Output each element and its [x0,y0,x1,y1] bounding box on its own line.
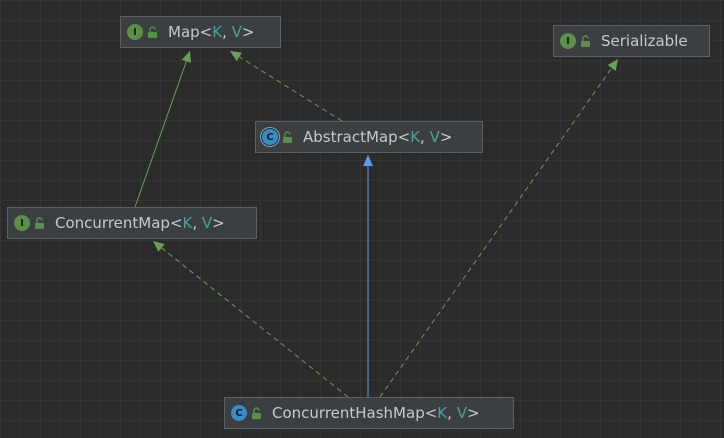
abstract-class-badge-icon: C [262,129,278,145]
public-lock-icon [148,25,157,38]
type-param: K [212,23,223,41]
interface-badge-icon: I [14,215,30,231]
edge-line [134,50,191,208]
class-name: ConcurrentHashMap [272,404,425,422]
type-param: K [437,404,448,422]
public-lock-icon [252,406,261,419]
edge-concurrent-hash-map-to-concurrent-map [152,240,349,398]
type-param: V [201,214,213,232]
class-badge-icon: C [231,405,247,421]
public-lock-icon [35,216,44,229]
edge-line [379,58,619,398]
node-label: ConcurrentMap<K, V> [55,214,225,232]
class-name: Serializable [601,32,688,50]
arrowhead-icon [153,241,165,252]
type-param: K [182,214,193,232]
node-abstract-map[interactable]: C AbstractMap<K, V> [255,121,483,153]
edge-concurrent-map-to-map [134,50,192,208]
node-concurrent-hash-map[interactable]: C ConcurrentHashMap<K, V> [224,397,514,429]
edge-concurrent-hash-map-to-serializable [379,58,619,398]
node-label: AbstractMap<K, V> [303,128,453,146]
class-name: Map [168,23,200,41]
class-name: ConcurrentMap [55,214,170,232]
node-map[interactable]: I Map<K, V> [120,16,281,48]
edge-line [229,50,343,122]
node-serializable[interactable]: I Serializable [553,25,710,57]
arrowhead-icon [181,51,192,64]
edge-abstract-map-to-map [229,50,343,122]
edge-concurrent-hash-map-to-abstract-map [363,155,373,397]
type-param: V [231,23,242,41]
arrowhead-icon [607,59,618,71]
edge-line [152,240,349,398]
interface-badge-icon: I [127,24,143,40]
type-param: V [456,404,467,422]
node-label: ConcurrentHashMap<K, V> [272,404,480,422]
class-name: AbstractMap [303,128,398,146]
arrowhead-icon [363,155,373,166]
arrowhead-icon [230,51,242,62]
public-lock-icon [581,34,590,47]
type-param: V [429,128,440,146]
type-param: K [410,128,421,146]
public-lock-icon [283,130,292,143]
interface-badge-icon: I [560,33,576,49]
node-label: Map<K, V> [168,23,255,41]
node-concurrent-map[interactable]: I ConcurrentMap<K, V> [7,207,257,239]
